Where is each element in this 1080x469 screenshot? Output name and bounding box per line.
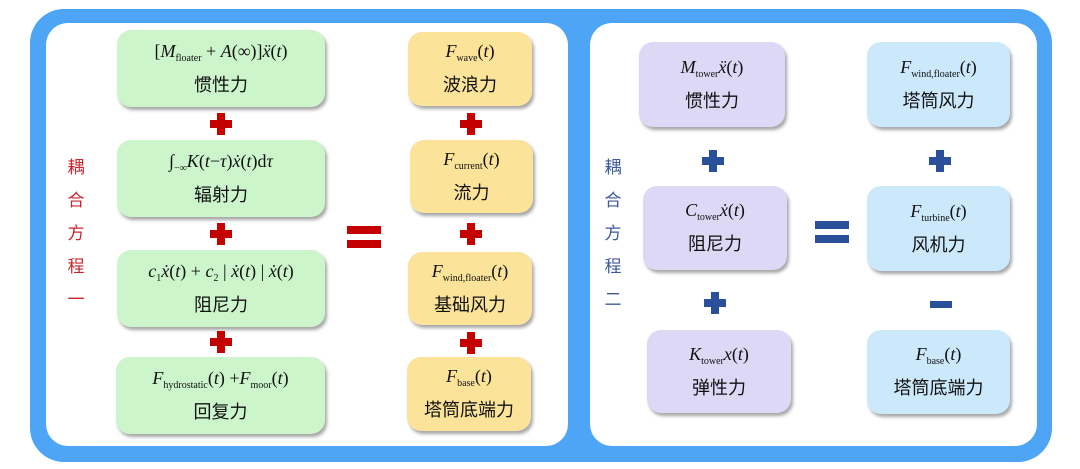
term-name: 塔筒底端力 — [893, 378, 984, 399]
minus-operator — [930, 301, 952, 308]
term-name: 阻尼力 — [194, 294, 248, 316]
plus-operator — [210, 113, 232, 135]
formula: Mtowerẍ(t) — [680, 56, 744, 80]
term-name: 波浪力 — [443, 75, 497, 96]
equation1-label: 耦 合 方 程 一 — [65, 152, 87, 317]
equation1-label-char: 合 — [67, 191, 85, 211]
term-floater-wind-force: Fwind,floater(t) 基础风力 — [408, 252, 532, 325]
term-tower-wind-force: Fwind,floater(t) 塔筒风力 — [867, 42, 1010, 127]
formula: Ctowerẋ(t) — [685, 200, 745, 223]
term-name: 基础风力 — [434, 294, 506, 316]
term-name: 塔筒底端力 — [424, 400, 514, 421]
term-turbine-force: Fturbine(t) 风机力 — [867, 186, 1010, 271]
formula: Ktowerx(t) — [689, 343, 749, 367]
formula: Fcurrent(t) — [443, 148, 500, 172]
term-name: 回复力 — [193, 401, 248, 423]
term-inertia-force: [Mfloater + A(∞)]ẍ(t) 惯性力 — [117, 30, 325, 107]
equation2-label-char: 耦 — [604, 158, 622, 178]
plus-operator — [702, 150, 724, 172]
term-wave-force: Fwave(t) 波浪力 — [408, 32, 532, 106]
term-tower-damping-force: Ctowerẋ(t) 阻尼力 — [643, 186, 787, 270]
equation2-label-char: 合 — [604, 191, 622, 211]
formula: Fhydrostatic(t) +Fmoor(t) — [152, 367, 289, 391]
plus-operator — [460, 113, 482, 135]
formula: [Mfloater + A(∞)]ẍ(t) — [154, 40, 288, 64]
term-tower-base-force: Fbase(t) 塔筒底端力 — [867, 330, 1010, 414]
term-name: 惯性力 — [685, 90, 739, 112]
equation1-label-char: 一 — [67, 290, 85, 310]
formula: c1ẋ(t) + c2 | ẋ(t) | ẋ(t) — [148, 260, 294, 284]
term-name: 风机力 — [911, 234, 966, 256]
term-name: 辐射力 — [194, 184, 248, 206]
term-name: 流力 — [453, 182, 490, 204]
plus-operator — [460, 223, 482, 245]
term-tower-inertia-force: Mtowerẍ(t) 惯性力 — [639, 42, 785, 127]
equals-operator — [347, 226, 381, 252]
equation2-label: 耦 合 方 程 二 — [602, 152, 624, 317]
plus-operator — [929, 150, 951, 172]
term-name: 阻尼力 — [688, 234, 742, 255]
formula: Fbase(t) — [915, 344, 962, 367]
formula: Fwave(t) — [445, 41, 495, 64]
term-tower-elastic-force: Ktowerx(t) 弹性力 — [647, 330, 791, 413]
term-restoring-force: Fhydrostatic(t) +Fmoor(t) 回复力 — [116, 357, 325, 434]
term-damping-force: c1ẋ(t) + c2 | ẋ(t) | ẋ(t) 阻尼力 — [117, 250, 325, 327]
equation1-label-char: 耦 — [67, 158, 85, 178]
equation2-label-char: 方 — [604, 224, 622, 244]
term-name: 塔筒风力 — [902, 90, 975, 112]
formula: ∫−∞K(t−τ)ẋ(t)dτ — [169, 150, 273, 174]
plus-operator — [210, 223, 232, 245]
plus-operator — [460, 332, 482, 354]
formula: Fwind,floater(t) — [431, 260, 509, 284]
term-radiation-force: ∫−∞K(t−τ)ẋ(t)dτ 辐射力 — [117, 140, 325, 217]
formula: Fwind,floater(t) — [900, 56, 977, 80]
equals-operator — [815, 221, 849, 243]
equation2-label-char: 程 — [604, 257, 622, 277]
plus-operator — [210, 331, 232, 353]
term-name: 弹性力 — [692, 377, 746, 399]
formula: Fturbine(t) — [910, 200, 967, 224]
formula: Fbase(t) — [446, 366, 492, 389]
term-name: 惯性力 — [194, 74, 248, 96]
term-current-force: Fcurrent(t) 流力 — [410, 140, 533, 213]
equation2-label-char: 二 — [604, 290, 622, 310]
term-tower-base-force: Fbase(t) 塔筒底端力 — [407, 357, 531, 431]
equation1-label-char: 程 — [67, 257, 85, 277]
equation1-label-char: 方 — [67, 224, 85, 244]
plus-operator — [704, 292, 726, 314]
